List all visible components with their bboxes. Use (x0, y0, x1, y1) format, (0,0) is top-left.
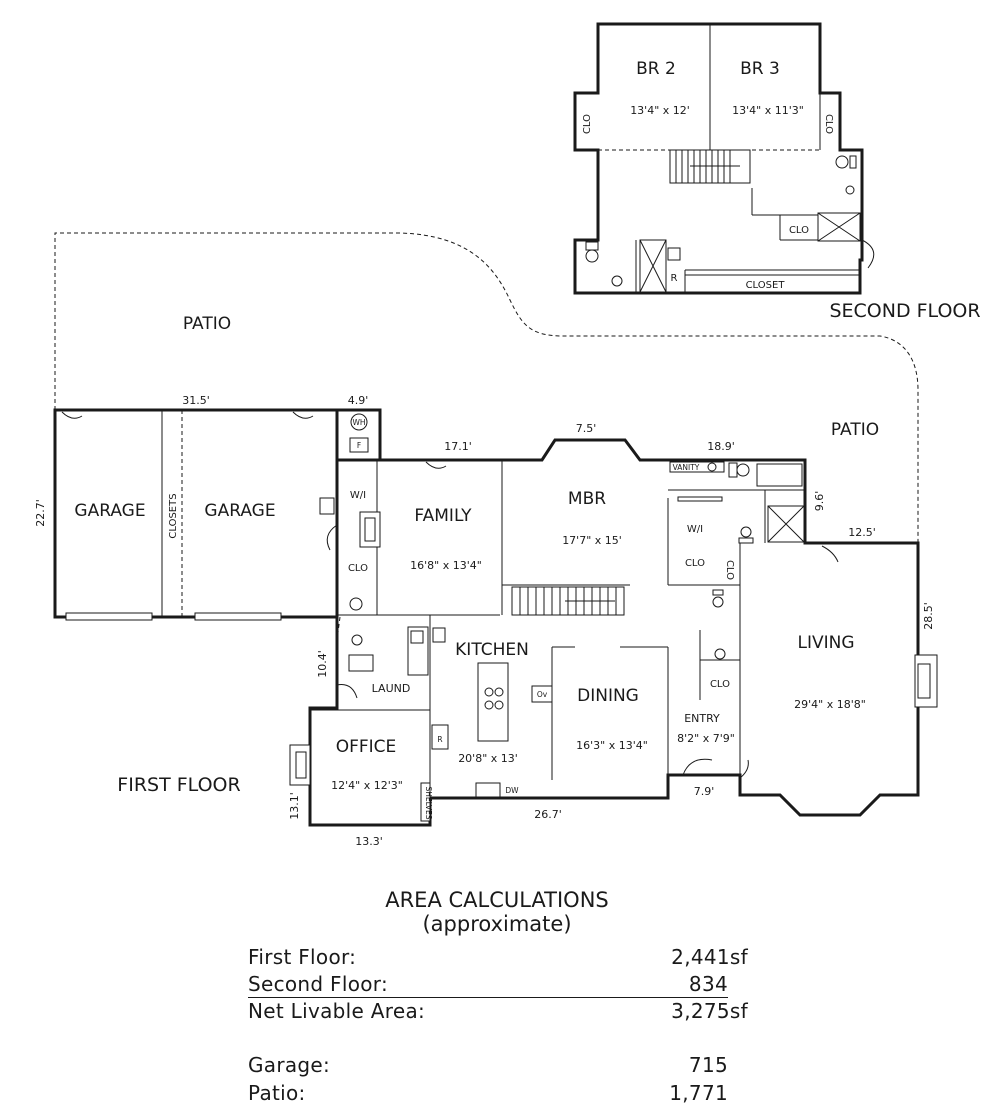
dim-bath-top: 18.9' (707, 440, 735, 453)
office-size: 12'4" x 12'3" (331, 779, 403, 792)
dim-family-top: 17.1' (444, 440, 472, 453)
clo-family-label: CLO (348, 563, 368, 574)
second-floor-stairs (669, 149, 751, 184)
area-row-value: 834 (688, 972, 728, 996)
dim-garage-width: 31.5' (182, 394, 210, 407)
area-calculations-heading: AREA CALCULATIONS (approximate) (0, 888, 994, 936)
furnace-label: F (357, 441, 361, 450)
first-floor-walls (308, 438, 920, 827)
area-row-first-floor: First Floor: 2,441sf (248, 945, 748, 971)
patio-left-label: PATIO (183, 314, 231, 334)
area-row-net-livable: Net Livable Area: 3,275sf (248, 999, 748, 1025)
dim-office-side: 13.1' (288, 792, 301, 820)
area-row-garage: Garage: 715 (248, 1053, 728, 1079)
living-label: LIVING (797, 633, 854, 653)
entry-label: ENTRY (684, 712, 720, 725)
shelves-label: SHELVES (424, 786, 433, 819)
patio-outline (54, 232, 919, 543)
dishwasher-label: DW (505, 786, 519, 795)
closet-label: CLOSET (746, 280, 786, 291)
dim-kitchen-bottom: 26.7' (534, 808, 562, 821)
br2-label: BR 2 (636, 59, 676, 79)
first-floor: GARAGE GARAGE CLOSETS WH F PATIO PATIO F… (53, 314, 938, 827)
clo-right-label: CLO (823, 114, 834, 134)
area-row-patio: Patio: 1,771 (248, 1081, 728, 1107)
wi-right-label: W/I (687, 524, 703, 535)
patio-right-label: PATIO (831, 420, 879, 440)
area-row-value: 3,275sf (671, 999, 748, 1023)
dining-label: DINING (577, 686, 639, 706)
closets-label: CLOSETS (168, 493, 179, 538)
first-floor-label: FIRST FLOOR (117, 774, 240, 796)
area-sum-rule (248, 997, 728, 998)
br3-label: BR 3 (740, 59, 780, 79)
area-title: AREA CALCULATIONS (385, 888, 609, 912)
family-size: 16'8" x 13'4" (410, 559, 482, 572)
br2-size: 13'4" x 12' (630, 104, 690, 117)
area-row-label: Garage: (248, 1053, 331, 1077)
entry-size: 8'2" x 7'9" (677, 732, 735, 745)
wi-left-label: W/I (350, 490, 366, 501)
garage-left-label: GARAGE (74, 501, 145, 521)
dim-living-side: 28.5' (922, 602, 935, 630)
family-label: FAMILY (414, 506, 472, 526)
br3-size: 13'4" x 11'3" (732, 104, 804, 117)
area-row-label: Net Livable Area: (248, 999, 426, 1023)
dining-size: 16'3" x 13'4" (576, 739, 648, 752)
mbr-label: MBR (568, 489, 606, 509)
floor-plan-drawing: BR 2 13'4" x 12' BR 3 13'4" x 11'3" CLO … (34, 22, 981, 848)
dim-laund-side: 10.4' (316, 650, 329, 678)
garage-right-label: GARAGE (204, 501, 275, 521)
area-row-label: Patio: (248, 1081, 306, 1105)
living-size: 29'4" x 18'8" (794, 698, 866, 711)
kitchen-size: 20'8" x 13' (458, 752, 518, 765)
dim-garage-depth: 22.7' (34, 499, 47, 527)
first-floor-stairs (511, 586, 625, 616)
oven-label: Ov (537, 690, 548, 699)
second-floor: BR 2 13'4" x 12' BR 3 13'4" x 11'3" CLO … (573, 22, 875, 295)
area-row-second-floor: Second Floor: 834 (248, 972, 728, 998)
area-row-label: Second Floor: (248, 972, 389, 996)
fridge-label: R (437, 735, 442, 744)
clo-mbr-label: CLO (685, 558, 705, 569)
water-heater-label: WH (352, 418, 365, 427)
area-row-value: 715 (688, 1053, 728, 1077)
dim-living-top: 12.5' (848, 526, 876, 539)
dimension-labels: 31.5' 22.7' 4.9' 17.1' 7.5' 18.9' 9.6' 1… (34, 394, 935, 848)
area-row-value: 2,441sf (671, 945, 748, 969)
clo-entry-label: CLO (710, 679, 730, 690)
area-row-value: 1,771 (669, 1081, 728, 1105)
second-floor-label: SECOND FLOOR (829, 300, 980, 322)
dim-bay-top: 7.5' (576, 422, 597, 435)
second-floor-walls (573, 22, 864, 295)
laundry-label: LAUND (372, 682, 411, 695)
mbr-size: 17'7" x 15' (562, 534, 622, 547)
clo-left-label: CLO (582, 114, 593, 134)
vanity-label: VANITY (673, 463, 700, 472)
dim-entry-bottom: 7.9' (694, 785, 715, 798)
clo-vertical-label: CLO (724, 560, 735, 580)
dim-util-width: 4.9' (348, 394, 369, 407)
dim-bath-side: 9.6' (813, 491, 826, 512)
sf-fridge-label: R (671, 273, 678, 284)
office-label: OFFICE (336, 737, 397, 757)
area-row-label: First Floor: (248, 945, 357, 969)
kitchen-label: KITCHEN (455, 640, 529, 660)
dim-office-bottom: 13.3' (355, 835, 383, 848)
area-subtitle: (approximate) (422, 912, 572, 936)
clo-bath-label: CLO (789, 225, 809, 236)
